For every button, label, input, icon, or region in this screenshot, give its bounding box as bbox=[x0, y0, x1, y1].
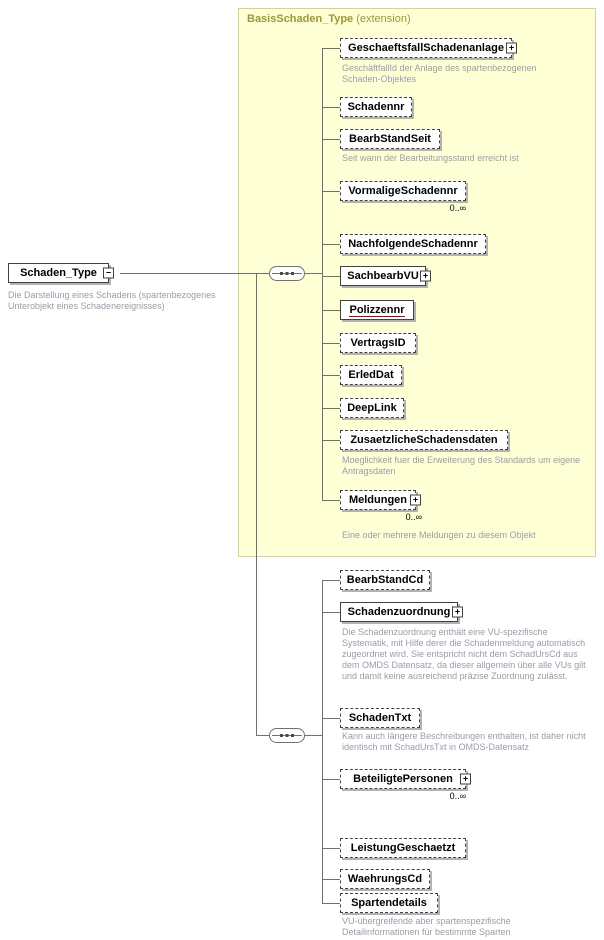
element-leistunggeschaetzt[interactable]: LeistungGeschaetzt bbox=[340, 838, 466, 858]
occurrence-label: 0..∞ bbox=[405, 512, 422, 522]
element-deeplink[interactable]: DeepLink bbox=[340, 398, 404, 418]
element-label: SchadenTxt bbox=[348, 712, 412, 724]
annotation: Die Schadenzuordnung enthält eine VU-spe… bbox=[342, 627, 586, 681]
occurrence-label: 0..∞ bbox=[449, 203, 466, 213]
annotation: GeschäftfallId der Anlage des spartenbez… bbox=[342, 63, 537, 84]
element-nachfolgendeschadennr[interactable]: NachfolgendeSchadennr bbox=[340, 234, 486, 254]
annotation: Moeglichkeit fuer die Erweiterung des St… bbox=[342, 455, 581, 476]
element-schadennr[interactable]: Schadennr bbox=[340, 97, 412, 117]
element-schadentxt[interactable]: SchadenTxt bbox=[340, 708, 420, 728]
extension-suffix: (extension) bbox=[356, 13, 411, 25]
element-label: BearbStandCd bbox=[346, 574, 424, 586]
element-label: WaehrungsCd bbox=[347, 873, 423, 885]
element-label: VertragsID bbox=[350, 337, 406, 349]
element-label: Schadennr bbox=[347, 101, 405, 113]
expand-icon[interactable]: + bbox=[410, 494, 421, 506]
root-annotation: Die Darstellung eines Schadens (spartenb… bbox=[8, 290, 216, 311]
element-geschaeftsfallschadenanlage[interactable]: GeschaeftsfallSchadenanlage + bbox=[340, 38, 517, 58]
element-zusaetzlicheschadensdaten[interactable]: ZusaetzlicheSchadensdaten bbox=[340, 430, 508, 450]
element-bearbstandseit[interactable]: BearbStandSeit bbox=[340, 129, 440, 149]
element-label: NachfolgendeSchadennr bbox=[348, 238, 478, 250]
annotation: Seit wann der Bearbeitungsstand erreicht… bbox=[342, 153, 519, 163]
element-bearbstandcd[interactable]: BearbStandCd bbox=[340, 570, 430, 590]
annotation: Eine oder mehrere Meldungen zu diesem Ob… bbox=[342, 530, 536, 540]
element-waehrungscd[interactable]: WaehrungsCd bbox=[340, 869, 430, 889]
element-label: Polizzennr bbox=[349, 303, 405, 317]
sequence-icon[interactable] bbox=[268, 264, 306, 283]
extension-base-type-name: BasisSchaden_Type bbox=[247, 13, 354, 25]
element-schadenzuordnung[interactable]: Schadenzuordnung + bbox=[340, 602, 463, 622]
expand-icon[interactable]: + bbox=[460, 773, 471, 785]
element-label: Meldungen bbox=[348, 494, 408, 506]
element-polizzennr[interactable]: Polizzennr bbox=[340, 300, 414, 320]
sequence-icon[interactable] bbox=[268, 726, 306, 745]
occurrence-label: 0..∞ bbox=[449, 791, 466, 801]
annotation: VU-übergreifende aber spartenspezifische… bbox=[342, 916, 511, 937]
element-label: Schadenzuordnung bbox=[347, 606, 451, 618]
element-label: BearbStandSeit bbox=[349, 133, 431, 145]
expand-icon[interactable]: + bbox=[420, 270, 431, 282]
element-label: ErledDat bbox=[348, 369, 394, 381]
element-erleddat[interactable]: ErledDat bbox=[340, 365, 402, 385]
extension-title: BasisSchaden_Type(extension) bbox=[247, 13, 411, 25]
element-vertragsid[interactable]: VertragsID bbox=[340, 333, 416, 353]
collapse-icon[interactable]: − bbox=[103, 267, 114, 279]
element-label: VormaligeSchadennr bbox=[348, 185, 458, 197]
element-label: GeschaeftsfallSchadenanlage bbox=[348, 42, 504, 54]
expand-icon[interactable]: + bbox=[506, 42, 517, 54]
element-spartendetails[interactable]: Spartendetails bbox=[340, 893, 438, 913]
element-sachbearbvu[interactable]: SachbearbVU + bbox=[340, 266, 431, 286]
element-label: DeepLink bbox=[347, 402, 397, 414]
element-schaden-type[interactable]: Schaden_Type − bbox=[8, 263, 114, 283]
expand-icon[interactable]: + bbox=[452, 606, 463, 618]
element-label: BeteiligtePersonen bbox=[353, 773, 453, 785]
element-beteiligtepersonen[interactable]: BeteiligtePersonen + bbox=[340, 769, 471, 789]
element-label: ZusaetzlicheSchadensdaten bbox=[350, 434, 498, 446]
element-label: Spartendetails bbox=[351, 897, 427, 909]
annotation: Kann auch längere Beschreibungen enthalt… bbox=[342, 731, 586, 752]
element-label: SachbearbVU bbox=[347, 270, 419, 282]
element-vormaligeschadennr[interactable]: VormaligeSchadennr bbox=[340, 181, 466, 201]
element-label: Schaden_Type bbox=[20, 267, 97, 279]
element-meldungen[interactable]: Meldungen + bbox=[340, 490, 421, 510]
element-label: LeistungGeschaetzt bbox=[350, 842, 456, 854]
